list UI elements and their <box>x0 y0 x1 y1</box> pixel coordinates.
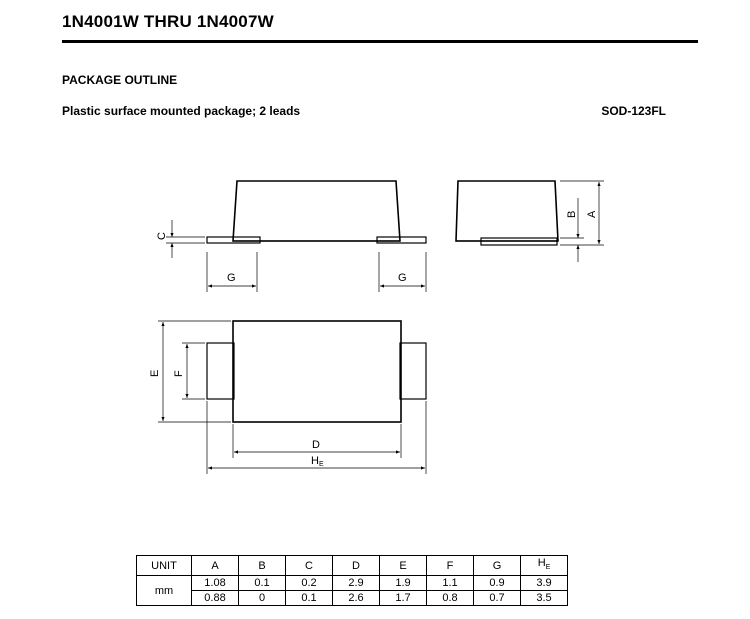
cell-c-max: 0.2 <box>285 575 333 592</box>
cell-e-max: 1.9 <box>379 575 427 592</box>
section-heading: PACKAGE OUTLINE <box>62 73 178 87</box>
cell-a-min: 0.88 <box>191 590 239 607</box>
header-c: C <box>285 554 333 577</box>
header-b: B <box>238 554 286 577</box>
cell-he-max: 3.9 <box>520 575 568 592</box>
cell-f-max: 1.1 <box>426 575 474 592</box>
header-d: D <box>332 554 380 577</box>
header-g: G <box>473 554 521 577</box>
end-view <box>455 180 604 262</box>
table-row-min: 0.88 0 0.1 2.6 1.7 0.8 0.7 3.5 <box>137 590 568 607</box>
cell-e-min: 1.7 <box>379 590 427 607</box>
dim-label-e: E <box>149 370 161 377</box>
cell-d-min: 2.6 <box>332 590 380 607</box>
title-rule <box>62 40 698 43</box>
dim-label-g-left: G <box>227 272 236 284</box>
header-e: E <box>379 554 427 577</box>
document-title: 1N4001W THRU 1N4007W <box>62 12 274 31</box>
cell-d-max: 2.9 <box>332 575 380 592</box>
dim-label-f: F <box>173 370 185 377</box>
dim-label-he: HE <box>311 455 324 468</box>
dim-label-a: A <box>586 210 598 218</box>
dimensions-table: UNIT A B C D E F G HE mm 1.08 0.1 0.2 2.… <box>136 554 568 607</box>
header-a: A <box>191 554 239 577</box>
dim-label-g-right: G <box>398 272 407 284</box>
cell-g-min: 0.7 <box>473 590 521 607</box>
cell-b-max: 0.1 <box>238 575 286 592</box>
header-he: HE <box>520 554 568 577</box>
table-row-max: mm 1.08 0.1 0.2 2.9 1.9 1.1 0.9 3.9 <box>136 575 568 607</box>
dim-label-d: D <box>312 439 320 451</box>
header-f: F <box>426 554 474 577</box>
cell-g-max: 0.9 <box>473 575 521 592</box>
side-view <box>166 180 427 292</box>
package-description: Plastic surface mounted package; 2 leads <box>62 104 301 118</box>
unit-cell: mm <box>136 575 192 607</box>
dim-label-c: C <box>156 232 168 240</box>
header-unit: UNIT <box>136 554 192 577</box>
table-header-row: UNIT A B C D E F G HE <box>136 554 568 577</box>
cell-he-min: 3.5 <box>520 590 568 607</box>
cell-a-max: 1.08 <box>191 575 239 592</box>
dim-label-b: B <box>566 211 578 218</box>
cell-b-min: 0 <box>238 590 286 607</box>
cell-f-min: 0.8 <box>426 590 474 607</box>
top-view <box>158 320 427 474</box>
package-code: SOD-123FL <box>601 104 666 118</box>
cell-c-min: 0.1 <box>285 590 333 607</box>
